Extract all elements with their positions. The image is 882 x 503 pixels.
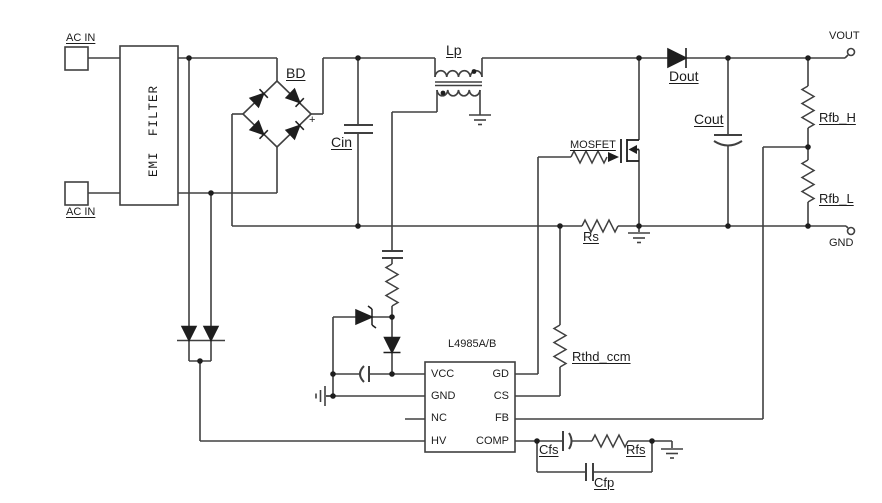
sense-resistor <box>581 218 619 234</box>
comp-cap-series-label: Cfs <box>539 442 559 457</box>
vcc-diode-icon <box>383 336 401 355</box>
pin-gd: GD <box>492 368 510 380</box>
bridge-diode-icon <box>284 87 305 108</box>
pin-hv: HV <box>431 435 447 447</box>
thd-resistor <box>552 324 568 368</box>
gate-arrow <box>608 152 619 162</box>
input-capacitor <box>344 124 373 134</box>
thd-resistor-label: Rthd_ccm <box>572 349 631 364</box>
ic-name-label: L4985A/B <box>448 338 497 350</box>
emi-filter-label: EMI FILTER <box>147 85 161 178</box>
input-cap-label: Cin <box>331 134 353 150</box>
startup-diodes <box>180 325 220 343</box>
comp-series-capacitor <box>562 431 573 451</box>
aux-capacitor <box>382 250 403 259</box>
pin-fb: FB <box>494 412 509 424</box>
phase-dot <box>440 90 446 96</box>
ac-in-bottom-label: AC IN <box>66 206 96 218</box>
emi-filter-box <box>119 45 179 206</box>
bridge-diode-icon <box>248 119 269 140</box>
junction-dots <box>186 55 811 444</box>
comp-parallel-capacitor <box>585 463 594 481</box>
inductor-label: Lp <box>446 42 462 58</box>
gnd-terminal <box>846 226 856 236</box>
bridge-diode-icon <box>248 88 269 109</box>
comp-cap-parallel-label: Cfp <box>594 475 615 490</box>
ic-box <box>424 361 516 453</box>
pin-comp: COMP <box>476 435 509 447</box>
fb-resistor-low-label: Rfb_L <box>819 191 854 206</box>
aux-resistor <box>384 263 400 307</box>
ac-in-terminal-top <box>64 46 89 71</box>
bridge-diode-icon <box>284 120 305 141</box>
output-cap-label: Cout <box>694 111 724 127</box>
gate-resistor <box>570 149 608 165</box>
bridge-rectifier <box>248 87 305 141</box>
ground-comp <box>661 441 683 459</box>
phase-dot <box>471 69 477 74</box>
ac-in-terminal-bottom <box>64 181 89 206</box>
comp-resistor <box>591 433 629 449</box>
mosfet-symbol <box>620 139 639 163</box>
ground-aux <box>469 114 491 126</box>
pin-cs: CS <box>493 390 509 402</box>
pin-nc: NC <box>431 412 447 424</box>
bridge-label: BD <box>286 65 306 81</box>
output-diode-icon <box>667 47 688 69</box>
fb-resistor-high-label: Rfb_H <box>819 110 856 125</box>
ac-in-top-label: AC IN <box>66 32 96 44</box>
comp-resistor-label: Rfs <box>626 442 646 457</box>
sense-resistor-label: Rs <box>583 229 599 244</box>
transformer-lp <box>434 58 483 115</box>
polarity-plus-label: + <box>309 114 316 126</box>
vout-terminal <box>846 47 856 57</box>
wires <box>88 54 849 473</box>
vcc-capacitor <box>359 365 370 383</box>
pin-gnd: GND <box>431 390 456 402</box>
zener-diode-icon <box>355 305 377 329</box>
pin-vcc: VCC <box>431 368 455 380</box>
mosfet-body-arrow <box>628 145 637 154</box>
mosfet-label: MOSFET <box>570 139 616 151</box>
gnd-label: GND <box>829 237 854 249</box>
fb-resistor-low <box>800 159 816 203</box>
output-capacitor <box>713 134 743 147</box>
vout-label: VOUT <box>829 30 860 42</box>
output-diode-label: Dout <box>669 68 699 84</box>
fb-resistor-high <box>800 85 816 129</box>
